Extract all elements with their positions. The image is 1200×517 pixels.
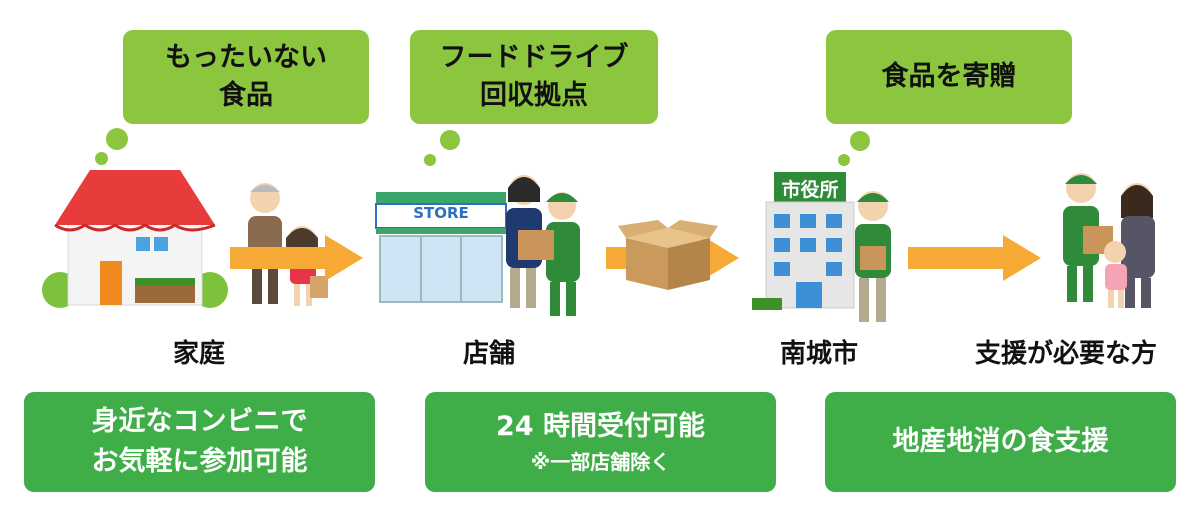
- store-staff-icon: [506, 175, 580, 316]
- bubble-food-waste-line2: 食品: [219, 80, 273, 111]
- bubble-dot: [850, 131, 870, 151]
- stage-label-store: 店舗: [463, 339, 516, 369]
- store-icon: [375, 192, 507, 303]
- flow-arrow-icon: [230, 235, 363, 281]
- house-icon: [42, 170, 228, 308]
- info-box-24h-line1: 24 時間受付可能: [496, 411, 705, 442]
- city-hall-sign: 市役所: [781, 179, 839, 201]
- stage-label-city: 南城市: [780, 339, 859, 369]
- info-box-local-line1: 地産地消の食支援: [892, 426, 1109, 457]
- bubble-food-drive: フードドライブ 回収拠点: [410, 30, 658, 124]
- city-hall-icon: [752, 172, 855, 310]
- cardboard-box-icon: [618, 220, 718, 290]
- bubble-dot: [424, 154, 436, 166]
- city-staff-icon: [855, 191, 891, 322]
- bubble-donation: 食品を寄贈: [826, 30, 1072, 124]
- stage-label-home: 家庭: [173, 339, 226, 369]
- bubble-dot: [106, 128, 128, 150]
- bubble-food-drive-line2: 回収拠点: [480, 80, 588, 111]
- info-box-convenience-line1: 身近なコンビニで: [91, 406, 308, 437]
- bubble-donation-line1: 食品を寄贈: [881, 61, 1017, 92]
- flow-arrow-icon: [908, 235, 1041, 281]
- info-box-24h: 24 時間受付可能 ※一部店舗除く: [425, 392, 776, 492]
- info-box-24h-note: ※一部店舗除く: [530, 450, 671, 474]
- store-sign: STORE: [413, 204, 469, 222]
- bubble-food-waste-line1: もったいない: [165, 42, 327, 73]
- stage-label-recipients: 支援が必要な方: [975, 339, 1158, 369]
- bubble-food-drive-line1: フードドライブ: [439, 42, 629, 73]
- bubble-dot: [838, 154, 850, 166]
- info-box-convenience-line2: お気軽に参加可能: [91, 446, 308, 477]
- bubble-dot: [440, 130, 460, 150]
- bubble-food-waste: もったいない 食品: [123, 30, 369, 124]
- bubble-dot: [95, 152, 108, 165]
- info-box-convenience: 身近なコンビニで お気軽に参加可能: [24, 392, 375, 492]
- recipients-icon: [1063, 173, 1155, 308]
- info-box-local: 地産地消の食支援: [825, 392, 1176, 492]
